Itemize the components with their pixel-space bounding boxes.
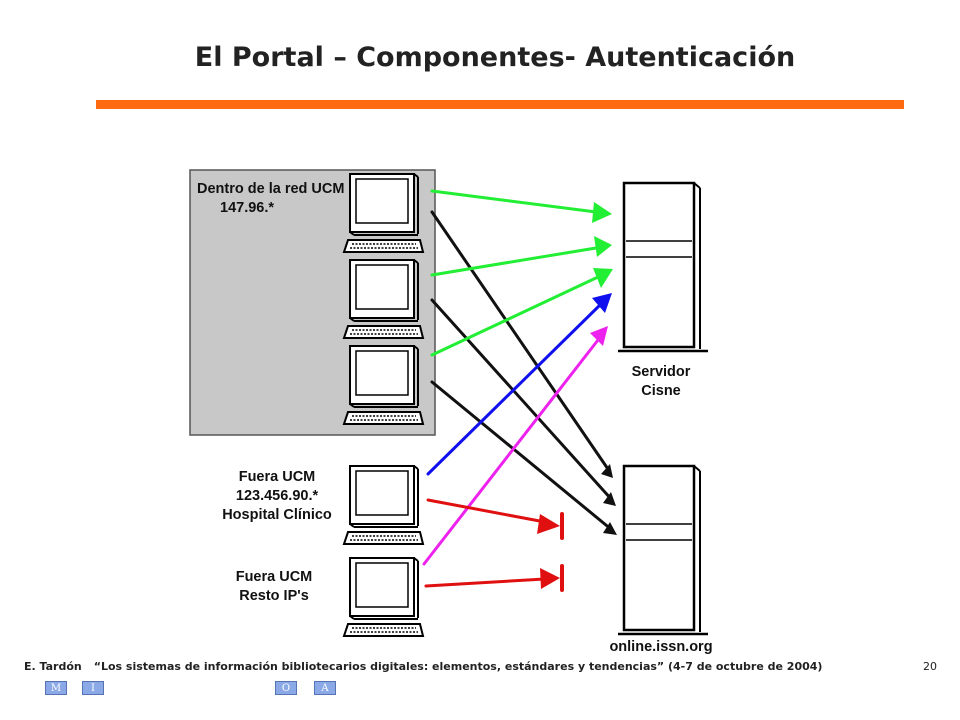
arrowhead [601,464,613,478]
computer-icon [343,465,424,545]
computer-icon [343,557,424,637]
red-blocked-arrow [426,498,547,524]
page-number: 20 [923,660,937,673]
arrowhead [603,492,616,506]
page-title: El Portal – Componentes- Autenticación [194,42,796,73]
nav-o-button[interactable]: O [275,681,297,695]
arrowhead [592,293,612,313]
computer-icon [343,259,424,339]
server-cisne-label-line2: Cisne [641,383,681,399]
red-blocked-arrow [424,577,547,588]
ucm-network-ip: 147.96.* [220,200,274,216]
black-arrow [430,210,612,474]
arrowhead [590,326,608,346]
black-arrow [430,380,614,532]
green-arrow [430,275,600,357]
ucm-network-label: Dentro de la red UCM [197,181,344,197]
arrowhead [593,268,613,288]
arrowhead [603,522,617,535]
arrowhead [592,202,612,223]
nav-i-button[interactable]: I [82,681,104,695]
footer-author: E. Tardón [24,660,82,673]
blue-arrow [426,303,602,476]
magenta-arrow [422,338,600,566]
footer-citation: E. Tardón “Los sistemas de información bi… [24,660,822,673]
hospital-label-line3: Hospital Clínico [222,507,332,523]
arrowhead [540,568,560,589]
green-arrow [430,189,598,214]
computer-icon [343,173,424,253]
computer-icon [343,345,424,425]
server-cisne-label: Servidor [632,364,691,380]
resto-label-line1: Fuera UCM [236,569,313,585]
title-underline [96,100,904,109]
arrowhead [537,514,560,534]
server-icon [616,181,710,353]
black-arrow [430,298,614,502]
hospital-label-line2: 123.456.90.* [236,488,319,504]
arrowhead [594,236,612,257]
nav-m-button[interactable]: M [45,681,67,695]
footer-text: “Los sistemas de información bibliotecar… [93,660,823,673]
server-icon [616,464,710,636]
hospital-label-line1: Fuera UCM [239,469,316,485]
ucm-network-name: Dentro de la red UCM [197,181,344,197]
green-arrow [430,246,598,277]
resto-label-line2: Resto IP's [239,588,309,604]
svg-text:Cisne: Cisne [641,383,681,399]
server-issn-label: online.issn.org [609,639,712,655]
nav-a-button[interactable]: A [314,681,336,695]
